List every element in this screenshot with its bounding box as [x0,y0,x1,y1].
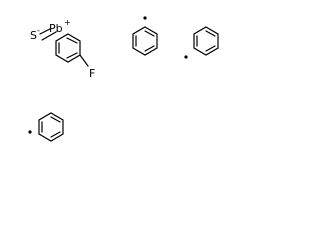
phenyl-radical-3 [28,112,64,142]
ring-double-bond [205,45,216,52]
lead-charge: + [64,18,71,27]
ring-double-bond [144,30,155,37]
benzene-ring [132,26,158,56]
ring-double-bond [50,116,61,123]
benzene-ring [38,112,64,142]
radical-dot [143,16,147,20]
ring-double-bond [50,131,61,138]
thiolate-lead-group: S - Pb + [30,18,71,42]
ring-double-bond [66,37,78,44]
s-pb-bond [39,28,51,35]
ring-double-bond [205,30,216,37]
ring-bond [41,31,57,41]
c-f-bond [79,54,89,67]
fluorophenyl-ring: F [41,31,95,80]
chemical-structure: S - Pb + F [28,16,219,142]
benzene-ring [193,26,219,56]
benzene-ring [55,33,81,63]
fluorine-atom-label: F [89,67,95,80]
ring-double-bond [144,45,155,52]
lead-atom-label: Pb [49,22,63,35]
radical-dot [184,55,188,59]
sulfur-atom-label: S [30,29,37,42]
phenyl-radical-2 [184,26,219,59]
phenyl-radical-1 [132,16,158,56]
sulfur-charge: - [37,26,40,35]
ring-double-bond [66,52,78,59]
radical-dot [28,130,32,134]
